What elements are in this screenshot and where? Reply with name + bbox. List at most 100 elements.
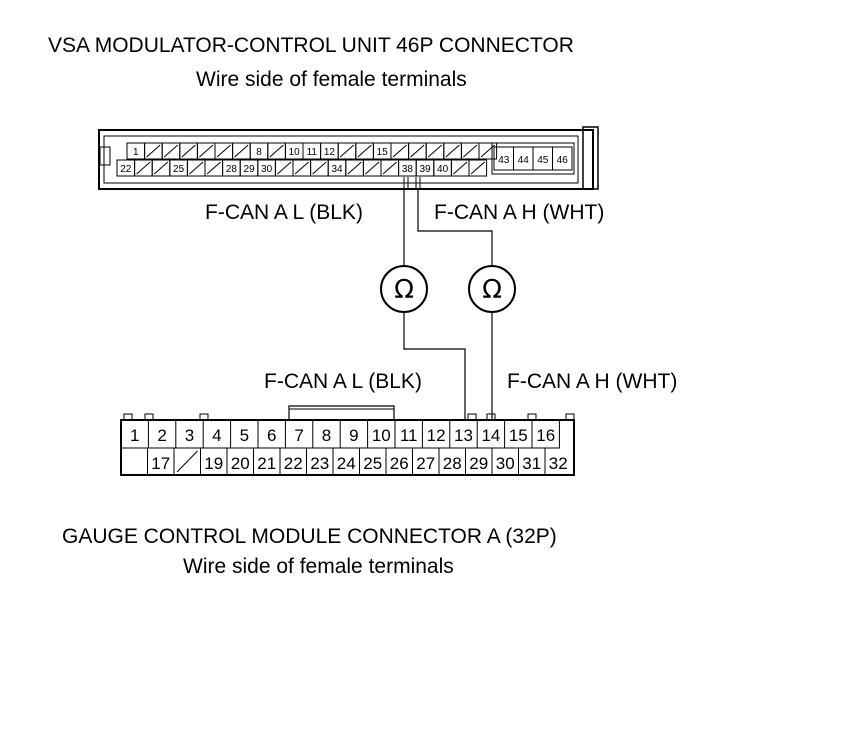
ohmmeter-left: Ω <box>380 265 428 313</box>
vsa-pin-label: 40 <box>437 164 449 175</box>
vsa-empty-cavity <box>199 144 214 158</box>
gauge-pin-label: 20 <box>231 454 250 473</box>
vsa-pin-label: 22 <box>120 164 132 175</box>
vsa-pin-label: 10 <box>289 147 301 158</box>
gauge-connector-title: GAUGE CONTROL MODULE CONNECTOR A (32P) <box>62 525 557 548</box>
gauge-pin-label: 7 <box>294 426 303 445</box>
vsa-empty-cavity <box>206 161 221 175</box>
vsa-empty-cavity <box>339 144 355 158</box>
gauge-bump <box>467 413 477 420</box>
vsa-empty-cavity <box>453 161 468 175</box>
vsa-empty-cavity <box>277 161 292 175</box>
vsa-empty-cavity <box>347 161 362 175</box>
vsa-pin-label: 44 <box>518 155 530 166</box>
wire-wht-upper <box>417 189 493 267</box>
vsa-housing-outer <box>98 129 594 190</box>
gauge-pin-label: 13 <box>454 426 473 445</box>
vsa-right-block: 43 44 45 46 <box>491 142 575 175</box>
vsa-pin-label: 29 <box>243 164 255 175</box>
vsa-empty-cavity <box>181 144 196 158</box>
gauge-pin-label: 6 <box>267 426 276 445</box>
gauge-pin-label: 8 <box>322 426 331 445</box>
vsa-top-cell <box>478 142 498 160</box>
gauge-bump <box>144 413 154 420</box>
vsa-right-latch <box>582 126 599 190</box>
gauge-pin-label: 4 <box>212 426 221 445</box>
gauge-bump <box>565 413 575 420</box>
vsa-empty-cavity <box>427 144 443 158</box>
vsa-empty-cavity <box>357 144 372 158</box>
vsa-left-latch <box>99 146 111 166</box>
vsa-empty-cavity <box>189 161 204 175</box>
vsa-right-frame <box>491 142 575 175</box>
vsa-empty-cavity <box>463 144 478 158</box>
vsa-empty-cavity <box>410 144 425 158</box>
gauge-label-can-h: F-CAN A H (WHT) <box>507 370 677 393</box>
ohm-symbol-right: Ω <box>482 275 502 305</box>
gauge-pin-label: 22 <box>284 454 303 473</box>
vsa-empty-cavity <box>234 144 249 158</box>
vsa-empty-cavity <box>269 144 284 158</box>
vsa-empty-cavity <box>136 161 151 175</box>
gauge-pin-label: 23 <box>310 454 329 473</box>
gauge-pin-label: 3 <box>185 426 194 445</box>
wire-blk-lower <box>403 311 466 420</box>
vsa-housing-inner <box>103 135 579 184</box>
vsa-empty-cavity <box>146 144 161 158</box>
vsa-pin-label: 8 <box>256 147 262 158</box>
vsa-pin-label: 1 <box>133 147 139 158</box>
vsa-pin-label: 39 <box>419 164 431 175</box>
vsa-empty-cavity <box>480 144 495 158</box>
gauge-pin-label: 19 <box>204 454 223 473</box>
vsa-label-can-h: F-CAN A H (WHT) <box>434 201 604 224</box>
vsa-pin-label: 45 <box>537 155 549 166</box>
vsa-pin-label: 25 <box>173 164 185 175</box>
gauge-pin-label: 2 <box>157 426 166 445</box>
vsa-pin-label: 34 <box>331 164 343 175</box>
gauge-pin-label: 9 <box>349 426 358 445</box>
gauge-pin-label: 1 <box>130 426 139 445</box>
vsa-empty-cavity <box>163 144 179 158</box>
vsa-empty-cavity <box>470 161 485 175</box>
vsa-empty-cavity <box>294 161 309 175</box>
gauge-pin-label: 12 <box>427 426 446 445</box>
ohm-symbol-left: Ω <box>394 275 414 305</box>
vsa-empty-cavity <box>153 161 169 175</box>
vsa-label-can-l: F-CAN A L (BLK) <box>205 201 363 224</box>
vsa-pin-label: 28 <box>226 164 238 175</box>
vsa-pin-label: 46 <box>557 155 569 166</box>
vsa-empty-cavity <box>365 161 380 175</box>
vsa-pin-label: 15 <box>377 147 389 158</box>
vsa-right-cell <box>552 146 573 171</box>
gauge-connector-subtitle: Wire side of female terminals <box>183 555 454 578</box>
gauge-pin-label: 16 <box>536 426 555 445</box>
gauge-bump <box>527 413 537 420</box>
gauge-lock-tab <box>288 405 395 420</box>
gauge-bump <box>199 413 209 420</box>
gauge-bump <box>123 413 133 420</box>
gauge-bump <box>486 413 496 420</box>
ohmmeter-right: Ω <box>468 265 516 313</box>
vsa-connector-title: VSA MODULATOR-CONTROL UNIT 46P CONNECTOR <box>48 34 574 57</box>
gauge-pin-label: 26 <box>390 454 409 473</box>
gauge-pin-label: 32 <box>549 454 568 473</box>
vsa-pin-label: 12 <box>324 147 336 158</box>
gauge-pin-label: 17 <box>151 454 170 473</box>
gauge-pin-label: 24 <box>337 454 356 473</box>
vsa-empty-cavity <box>445 144 460 158</box>
vsa-empty-cavity <box>392 144 407 158</box>
gauge-pin-label: 30 <box>496 454 515 473</box>
gauge-pin-label: 28 <box>443 454 462 473</box>
gauge-pin-label: 31 <box>522 454 541 473</box>
vsa-empty-cavity <box>382 161 397 175</box>
gauge-pin-label: 11 <box>400 426 418 445</box>
vsa-pin-label: 43 <box>498 155 510 166</box>
gauge-label-can-l: F-CAN A L (BLK) <box>264 370 422 393</box>
gauge-pin-label: 21 <box>257 454 276 473</box>
